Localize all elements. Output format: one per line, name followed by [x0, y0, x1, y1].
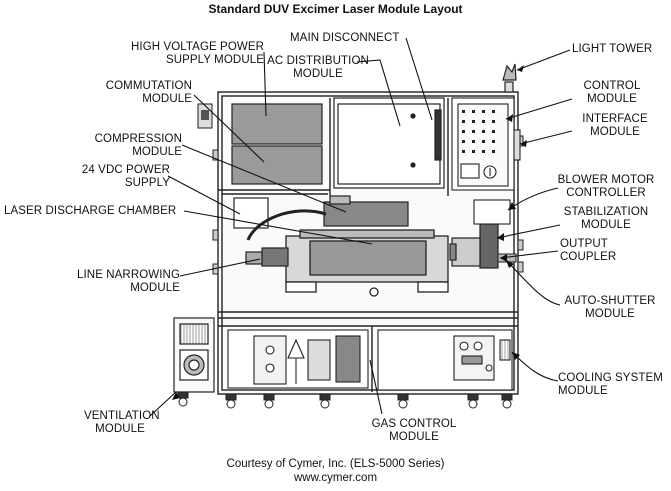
hv-power-supply-module	[231, 103, 323, 145]
stabilization-module	[449, 223, 499, 269]
label-cooling-system-module: COOLING SYSTEM MODULE	[558, 372, 663, 397]
control-interface-panel	[451, 97, 521, 191]
label-auto-shutter-module: AUTO-SHUTTER MODULE	[564, 295, 656, 320]
ac-distribution-module	[333, 97, 445, 189]
label-commutation-module: COMMUTATION MODULE	[105, 80, 192, 105]
ventilation-module	[173, 317, 215, 393]
light-tower	[502, 63, 517, 93]
gas-control-module	[227, 329, 369, 389]
footer-credit: Courtesy of Cymer, Inc. (ELS-5000 Series…	[226, 458, 445, 470]
label-control-module: CONTROL MODULE	[583, 80, 641, 105]
commutation-module	[231, 145, 323, 185]
label-ventilation-module: VENTILATION MODULE	[84, 410, 160, 435]
label-24vdc-power-supply: 24 VDC POWER SUPPLY	[81, 164, 170, 189]
blower-motor-controller	[473, 199, 511, 225]
label-interface-module: INTERFACE MODULE	[582, 113, 648, 138]
label-gas-control-module: GAS CONTROL MODULE	[371, 418, 457, 443]
label-ac-distribution-module: AC DISTRIBUTION MODULE	[267, 55, 369, 80]
laser-discharge-chamber	[285, 229, 449, 297]
label-output-coupler: OUTPUT COUPLER	[560, 238, 617, 263]
label-stabilization-module: STABILIZATION MODULE	[563, 206, 649, 231]
cooling-system-module	[377, 329, 513, 391]
hv-cable	[246, 209, 327, 241]
leader-lines	[149, 37, 573, 417]
arrowheads	[172, 65, 527, 400]
label-laser-discharge-chamber: LASER DISCHARGE CHAMBER	[4, 205, 177, 217]
label-blower-motor-controller: BLOWER MOTOR CONTROLLER	[557, 174, 655, 199]
label-line-narrowing-module: LINE NARROWING MODULE	[77, 269, 180, 294]
casters	[177, 391, 513, 409]
label-hv-power-supply: HIGH VOLTAGE POWER SUPPLY MODULE	[131, 41, 264, 66]
label-main-disconnect: MAIN DISCONNECT	[290, 32, 400, 44]
footer-url: www.cymer.com	[293, 472, 378, 484]
label-light-tower: LIGHT TOWER	[572, 43, 653, 55]
label-compression-module: COMPRESSION MODULE	[94, 133, 182, 158]
diagram-title: Standard DUV Excimer Laser Module Layout	[208, 2, 463, 16]
compression-module	[323, 201, 409, 227]
